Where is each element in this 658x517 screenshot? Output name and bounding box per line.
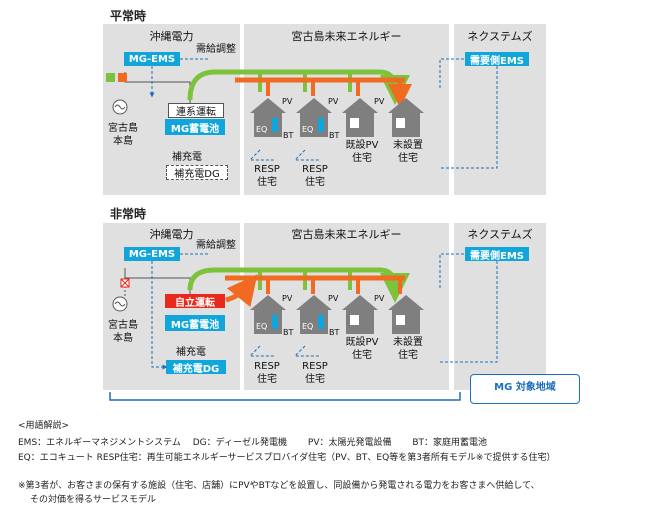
not-installed-label-1: 未設置 [393, 140, 423, 151]
self-mode-box: 自立運転 [165, 294, 225, 309]
generator-icon [106, 73, 115, 82]
island-label-emergency-1: 宮古島 [108, 320, 138, 331]
house-icon [250, 295, 286, 334]
existing-pv-label-2: 住宅 [352, 350, 372, 361]
house-icon [342, 98, 378, 137]
pv-label: PV [328, 97, 339, 106]
glossary-line-1: EMS：エネルギーマネジメントシステム DG：ディーゼル発電機 PV：太陽光発電… [18, 438, 488, 448]
resp-label-1: RESP [254, 361, 280, 372]
demand-ems-box-emergency: 需要側EMS [465, 247, 529, 262]
glossary-heading: <用語解説> [18, 421, 70, 431]
bt-label: BT [283, 328, 294, 337]
grid-mode-box: 連系運転 [168, 103, 224, 118]
mg-battery-box-normal: MG蓄電池 [165, 119, 225, 135]
not-installed-label-2: 住宅 [398, 153, 418, 164]
house-icon [388, 295, 424, 334]
resp-label-2: 住宅 [257, 177, 277, 188]
house-icon [388, 98, 424, 137]
resp-label-1: RESP [302, 361, 328, 372]
normal-section-title: 平常時 [110, 9, 147, 23]
supply-adjust-label-emergency: 需給調整 [196, 240, 236, 251]
eq-label: EQ [256, 125, 268, 134]
island-label-normal-2: 本島 [113, 136, 133, 147]
not-installed-label-1: 未設置 [393, 337, 423, 348]
house-icon [296, 98, 332, 137]
column-nextems-emergency: ネクステムズ [467, 228, 533, 241]
resp-label-2: 住宅 [305, 177, 325, 188]
demand-ems-box-normal: 需要側EMS [465, 52, 529, 67]
recharge-dg-box-normal: 補充電DG [166, 165, 228, 180]
resp-label-2: 住宅 [257, 374, 277, 385]
recharge-label-emergency: 補充電 [176, 347, 206, 358]
house-icon [342, 295, 378, 334]
bt-label: BT [329, 131, 340, 140]
bt-label: BT [283, 131, 294, 140]
existing-pv-label-1: 既設PV [345, 140, 379, 151]
house-icon [250, 98, 286, 137]
column-okinawa-emergency: 沖縄電力 [149, 228, 194, 241]
supply-adjust-label-normal: 需給調整 [196, 44, 236, 55]
mg-ems-box-emergency: MG-EMS [124, 247, 180, 261]
existing-pv-label-1: 既設PV [345, 337, 379, 348]
pv-label: PV [374, 97, 385, 106]
existing-pv-label-2: 住宅 [352, 153, 372, 164]
house-icon [296, 295, 332, 334]
resp-label-2: 住宅 [305, 374, 325, 385]
pv-label: PV [374, 294, 385, 303]
eq-label: EQ [256, 322, 268, 331]
not-installed-label-2: 住宅 [398, 350, 418, 361]
pv-label: PV [328, 294, 339, 303]
bt-label: BT [329, 328, 340, 337]
recharge-label-normal: 補充電 [172, 152, 202, 163]
column-miyako-emergency: 宮古島未来エネルギー [291, 228, 402, 241]
glossary-note-2: その対価を得るサービスモデル [30, 495, 157, 505]
mg-battery-box-emergency: MG蓄電池 [165, 315, 225, 331]
island-label-emergency-2: 本島 [113, 333, 133, 344]
emergency-section-title: 非常時 [110, 207, 147, 221]
pv-label: PV [282, 97, 293, 106]
column-okinawa-normal: 沖縄電力 [149, 30, 194, 43]
transformer-icon [118, 73, 127, 82]
target-area-label: MG 対象地域 [494, 382, 556, 393]
recharge-dg-box-emergency: 補充電DG [166, 360, 226, 375]
eq-label: EQ [302, 125, 314, 134]
mg-ems-box-normal: MG-EMS [124, 52, 180, 66]
resp-label-1: RESP [302, 164, 328, 175]
pv-label: PV [282, 294, 293, 303]
column-miyako-normal: 宮古島未来エネルギー [291, 30, 402, 43]
glossary-note-1: ※第3者が、お客さまの保有する施設（住宅、店舗）にPVやBTなどを設置し、同設備… [18, 481, 540, 491]
island-label-normal-1: 宮古島 [108, 123, 138, 134]
eq-label: EQ [302, 322, 314, 331]
glossary-line-2: EQ：エコキュート RESP住宅：再生可能エネルギーサービスプロバイダ住宅（PV… [18, 453, 556, 463]
resp-label-1: RESP [254, 164, 280, 175]
target-area-box [470, 374, 580, 404]
column-nextems-normal: ネクステムズ [467, 30, 533, 43]
